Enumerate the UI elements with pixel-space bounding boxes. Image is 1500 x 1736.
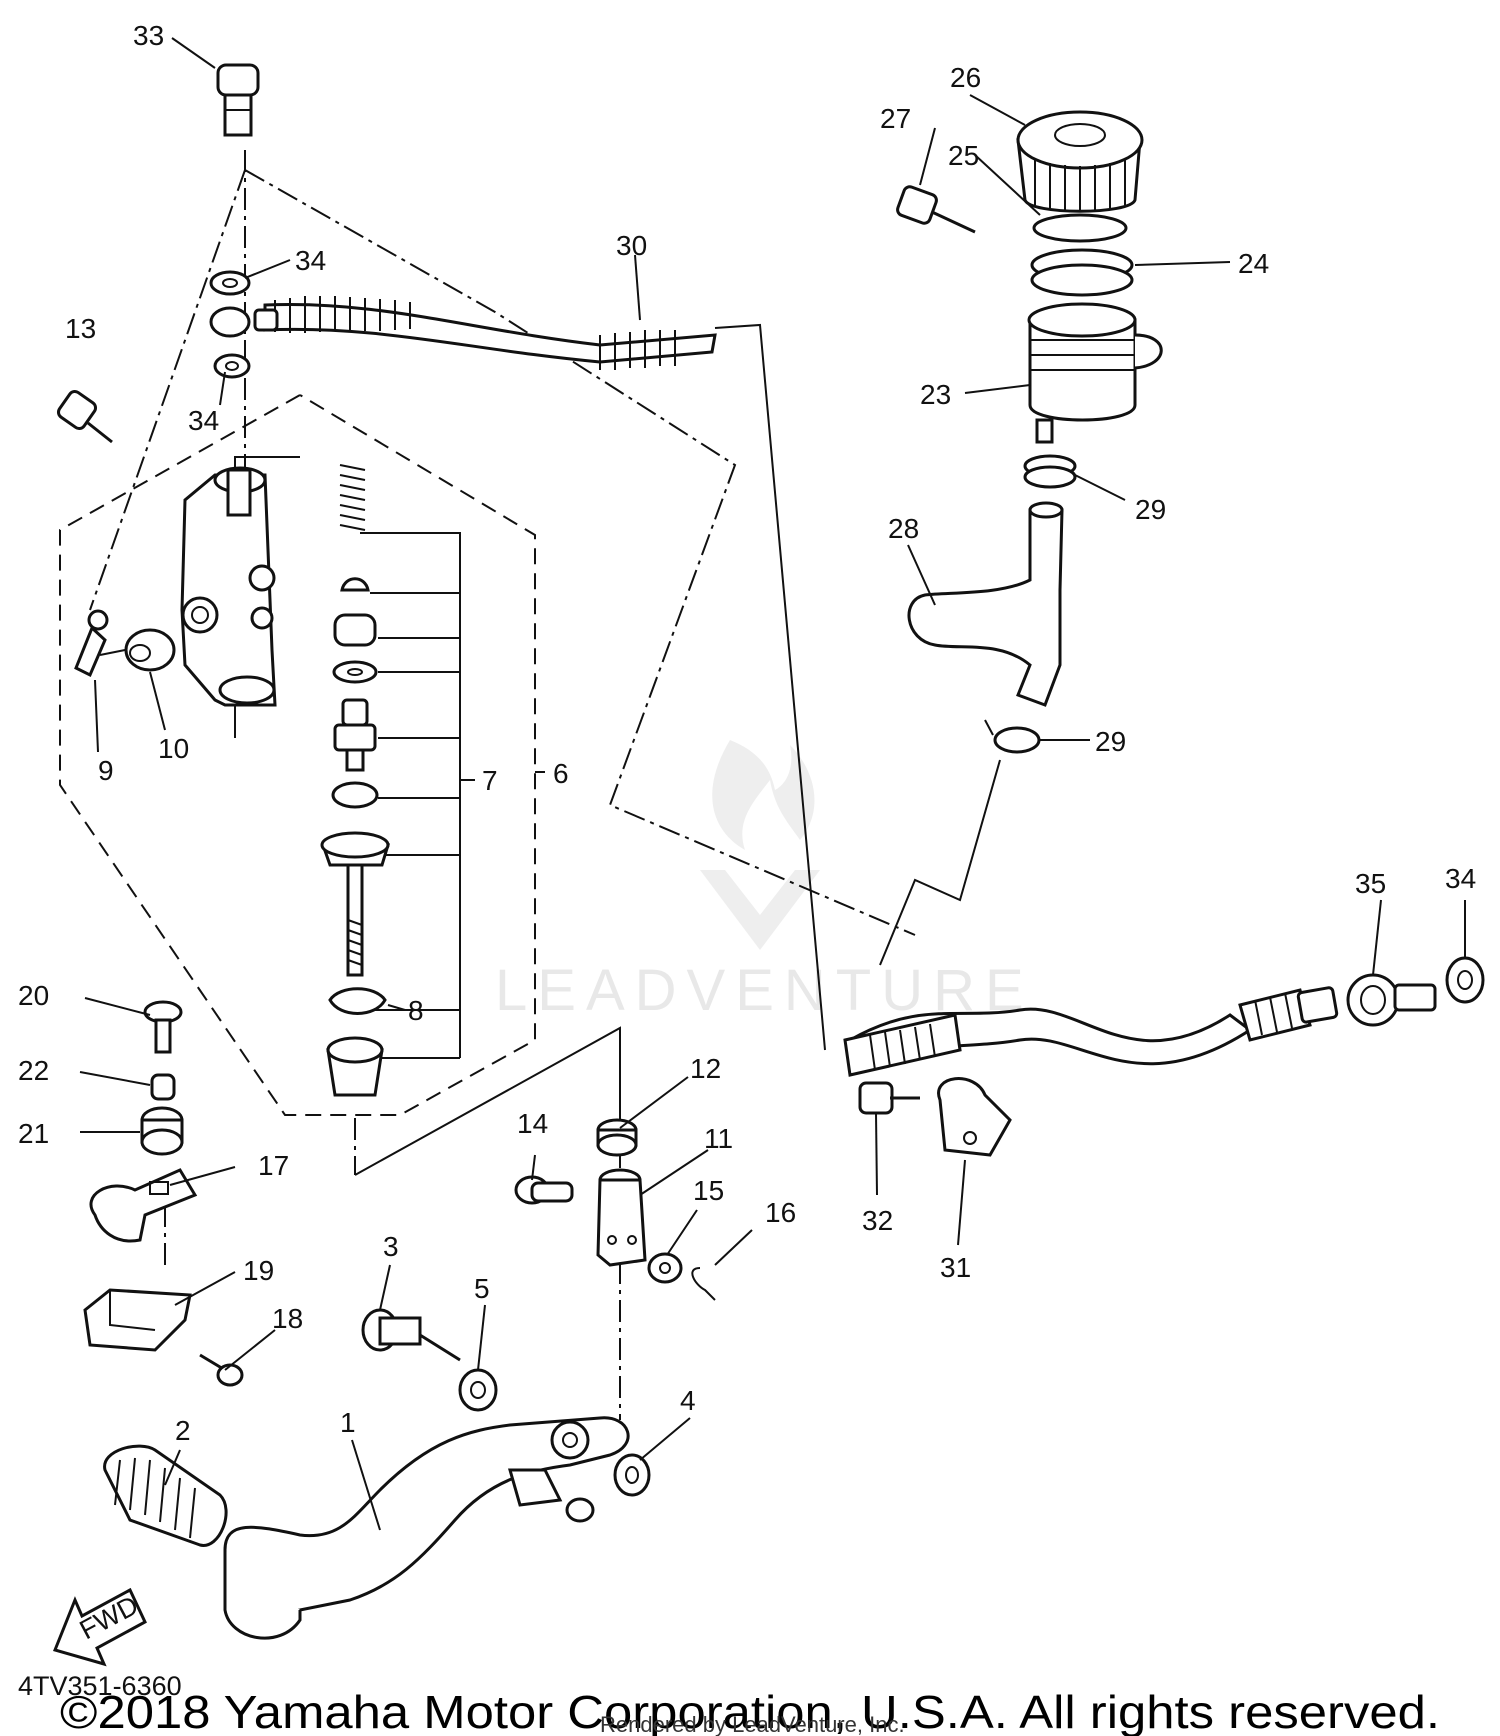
- bolt-18: [199, 1353, 244, 1387]
- pedal-pad-2: [103, 1444, 228, 1547]
- plate-25: [1032, 213, 1128, 243]
- callout-5: 5: [474, 1273, 490, 1304]
- holder-17: [89, 1168, 198, 1243]
- callout-labels: 1 2 3 4 5 6 7 8 9 10 11 12 13 14 15 16 1…: [18, 20, 1476, 1446]
- callout-leaders: [79, 37, 1466, 1531]
- callout-10: 10: [158, 733, 189, 764]
- union-bolt-35: [1346, 973, 1437, 1027]
- callout-32: 32: [862, 1205, 893, 1236]
- callout-28: 28: [888, 513, 919, 544]
- bleed-screw-9: [74, 609, 126, 678]
- brake-pedal-1: [223, 1416, 630, 1640]
- bolt-32: [858, 1081, 920, 1115]
- callout-29-bottom: 29: [1095, 726, 1126, 757]
- reservoir-hose-28: [907, 501, 1064, 707]
- nut-12: [596, 1118, 638, 1157]
- callout-33: 33: [133, 20, 164, 51]
- callout-15: 15: [693, 1175, 724, 1206]
- screw-27: [896, 185, 976, 234]
- pin-14: [514, 1175, 574, 1205]
- watermark: LEADVENTURE: [495, 740, 1034, 1023]
- callout-20: 20: [18, 980, 49, 1011]
- copper-washers-34: [209, 270, 251, 379]
- copper-washer-34-right: [1445, 956, 1485, 1004]
- bracket-19: [83, 1288, 192, 1352]
- rendered-by-credit: Rendered by LeadVenture, Inc.: [600, 1712, 905, 1736]
- collar-22: [150, 1073, 176, 1101]
- callout-21: 21: [18, 1118, 49, 1149]
- callout-2: 2: [175, 1415, 191, 1446]
- reservoir-cap-26: [1016, 110, 1144, 213]
- callout-16: 16: [765, 1197, 796, 1228]
- hose-holder-31: [937, 1077, 1012, 1157]
- callout-17: 17: [258, 1150, 289, 1181]
- assembly-lines: [59, 150, 1001, 1420]
- callout-29-top: 29: [1135, 494, 1166, 525]
- fwd-arrow: FWD: [52, 1587, 147, 1667]
- callout-14: 14: [517, 1108, 548, 1139]
- diaphragm-24: [1030, 248, 1134, 297]
- callout-8: 8: [408, 995, 424, 1026]
- washer-15: [647, 1252, 683, 1284]
- callout-12: 12: [690, 1053, 721, 1084]
- bolt-13: [56, 389, 113, 444]
- callout-7: 7: [482, 765, 498, 796]
- callout-13: 13: [65, 313, 96, 344]
- callout-34-lower: 34: [188, 405, 219, 436]
- callout-4: 4: [680, 1385, 696, 1416]
- master-cylinder-body: [180, 466, 277, 707]
- hose-clip-29-bottom: [984, 719, 1041, 754]
- callout-26: 26: [950, 62, 981, 93]
- callout-18: 18: [272, 1303, 303, 1334]
- callout-11: 11: [704, 1123, 733, 1154]
- callout-1: 1: [340, 1407, 356, 1438]
- callout-35: 35: [1355, 868, 1386, 899]
- callout-34-upper: 34: [295, 245, 326, 276]
- callout-30: 30: [616, 230, 647, 261]
- cap-10: [124, 628, 176, 672]
- bolt-20: [143, 1000, 183, 1054]
- watermark-text: LEADVENTURE: [495, 958, 1034, 1023]
- hose-clip-29-top: [1023, 454, 1077, 489]
- callout-24: 24: [1238, 248, 1269, 279]
- callout-19: 19: [243, 1255, 274, 1286]
- callout-27: 27: [880, 103, 911, 134]
- callout-25: 25: [948, 140, 979, 171]
- reservoir-23: [1027, 302, 1163, 444]
- clevis-11: [596, 1168, 647, 1267]
- callout-3: 3: [383, 1231, 399, 1262]
- grommet-21: [140, 1106, 184, 1156]
- washer-5: [458, 1368, 498, 1412]
- brake-hose-lower: [843, 986, 1339, 1077]
- callout-34-right: 34: [1445, 863, 1476, 894]
- washer-4: [613, 1453, 651, 1497]
- callout-9: 9: [98, 755, 114, 786]
- callout-6: 6: [553, 758, 569, 789]
- callout-23: 23: [920, 379, 951, 410]
- callout-22: 22: [18, 1055, 49, 1086]
- copyright-notice: ©2018 Yamaha Motor Corporation, U.S.A. A…: [60, 1686, 1440, 1736]
- brake-hose-30: [253, 296, 717, 370]
- union-bolt-33: [216, 63, 260, 137]
- reference-code: 4TV351-6360: [18, 1671, 182, 1701]
- shaft-bolt-3: [361, 1308, 461, 1362]
- master-cylinder-kit-internals: [320, 464, 391, 1097]
- callout-31: 31: [940, 1252, 971, 1283]
- cotter-pin-16: [691, 1267, 716, 1301]
